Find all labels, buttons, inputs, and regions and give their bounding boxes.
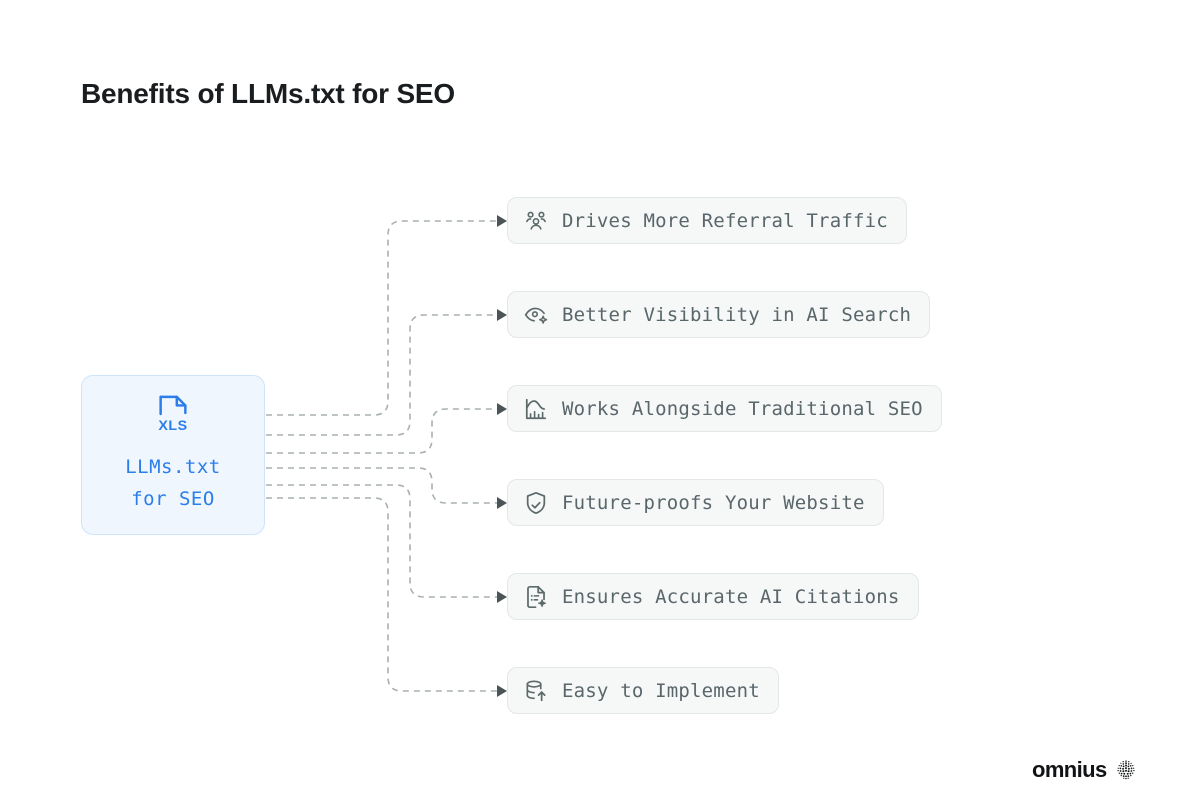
document-sparkle-icon [527, 585, 547, 608]
brand-logo: omnius [1032, 758, 1138, 782]
benefit-label: Works Alongside Traditional SEO [562, 397, 923, 420]
eye-sparkle-icon [524, 307, 548, 324]
xls-file-icon: XLS [158, 395, 187, 433]
database-upload-icon [526, 679, 546, 701]
page-title: Benefits of LLMs.txt for SEO [81, 78, 455, 109]
root-node-label: LLMs.txt for SEO [125, 456, 221, 510]
benefit-label: Better Visibility in AI Search [562, 303, 912, 326]
dotted-sphere-icon [1117, 760, 1135, 780]
benefit-label: Ensures Accurate AI Citations [562, 585, 900, 608]
shield-check-icon [526, 491, 546, 514]
benefit-card-4[interactable]: Future-proofs Your Website [507, 479, 884, 526]
brand-name: omnius [1032, 757, 1107, 782]
benefit-card-6[interactable]: Easy to Implement [507, 667, 779, 714]
benefit-card-3[interactable]: Works Alongside Traditional SEO [507, 385, 942, 432]
users-group-icon [526, 211, 546, 230]
benefit-card-5[interactable]: Ensures Accurate AI Citations [507, 573, 919, 620]
benefit-label: Easy to Implement [562, 679, 760, 702]
benefit-label: Drives More Referral Traffic [562, 209, 888, 232]
benefit-card-1[interactable]: Drives More Referral Traffic [507, 197, 907, 244]
benefit-label: Future-proofs Your Website [562, 491, 865, 514]
bar-chart-icon [525, 398, 547, 419]
root-node[interactable]: XLS LLMs.txt for SEO [81, 375, 265, 535]
svg-text:XLS: XLS [158, 418, 187, 433]
benefit-card-2[interactable]: Better Visibility in AI Search [507, 291, 931, 338]
